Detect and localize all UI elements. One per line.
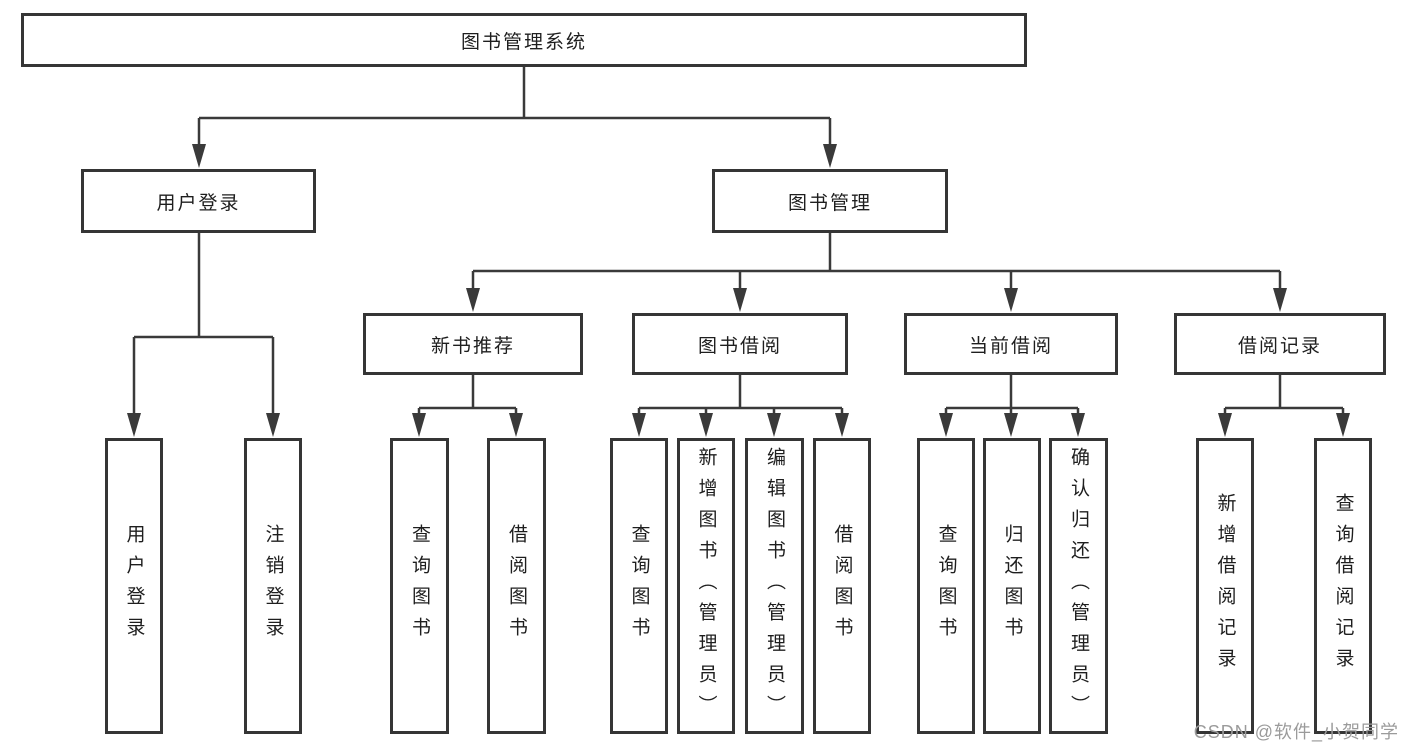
connector-userlogin-to-leaves xyxy=(127,233,280,437)
leaf-return-books: 归还图书 xyxy=(983,438,1041,734)
leaf-add-borrow-record: 新增借阅记录 xyxy=(1196,438,1254,734)
connector-root-to-level2 xyxy=(192,67,837,168)
leaf-query-books-recommend: 查询图书 xyxy=(390,438,449,734)
node-book-management-branch: 图书管理 xyxy=(712,169,948,233)
node-book-borrow: 图书借阅 xyxy=(632,313,848,375)
leaf-borrow-books-recommend: 借阅图书 xyxy=(487,438,546,734)
leaf-borrow-books: 借阅图书 xyxy=(813,438,871,734)
leaf-user-login: 用户登录 xyxy=(105,438,163,734)
leaf-query-books-borrow: 查询图书 xyxy=(610,438,668,734)
leaf-query-borrow-record: 查询借阅记录 xyxy=(1314,438,1372,734)
connector-borrow-to-leaves xyxy=(632,375,849,437)
node-user-login-branch: 用户登录 xyxy=(81,169,316,233)
node-new-book-recommend: 新书推荐 xyxy=(363,313,583,375)
node-borrow-records: 借阅记录 xyxy=(1174,313,1386,375)
connector-current-to-leaves xyxy=(939,375,1085,437)
leaf-confirm-return-admin: 确认归还（管理员） xyxy=(1049,438,1108,734)
connector-newbooks-to-leaves xyxy=(412,375,523,437)
leaf-edit-books-admin: 编辑图书（管理员） xyxy=(745,438,804,734)
leaf-add-books-admin: 新增图书（管理员） xyxy=(677,438,735,734)
connector-bookmgmt-to-level3 xyxy=(466,233,1287,312)
leaf-logout: 注销登录 xyxy=(244,438,302,734)
node-root: 图书管理系统 xyxy=(21,13,1027,67)
csdn-watermark: CSDN @软件_小贺同学 xyxy=(1193,722,1399,742)
leaf-query-books-current: 查询图书 xyxy=(917,438,975,734)
connector-records-to-leaves xyxy=(1218,375,1350,437)
node-current-borrow: 当前借阅 xyxy=(904,313,1118,375)
